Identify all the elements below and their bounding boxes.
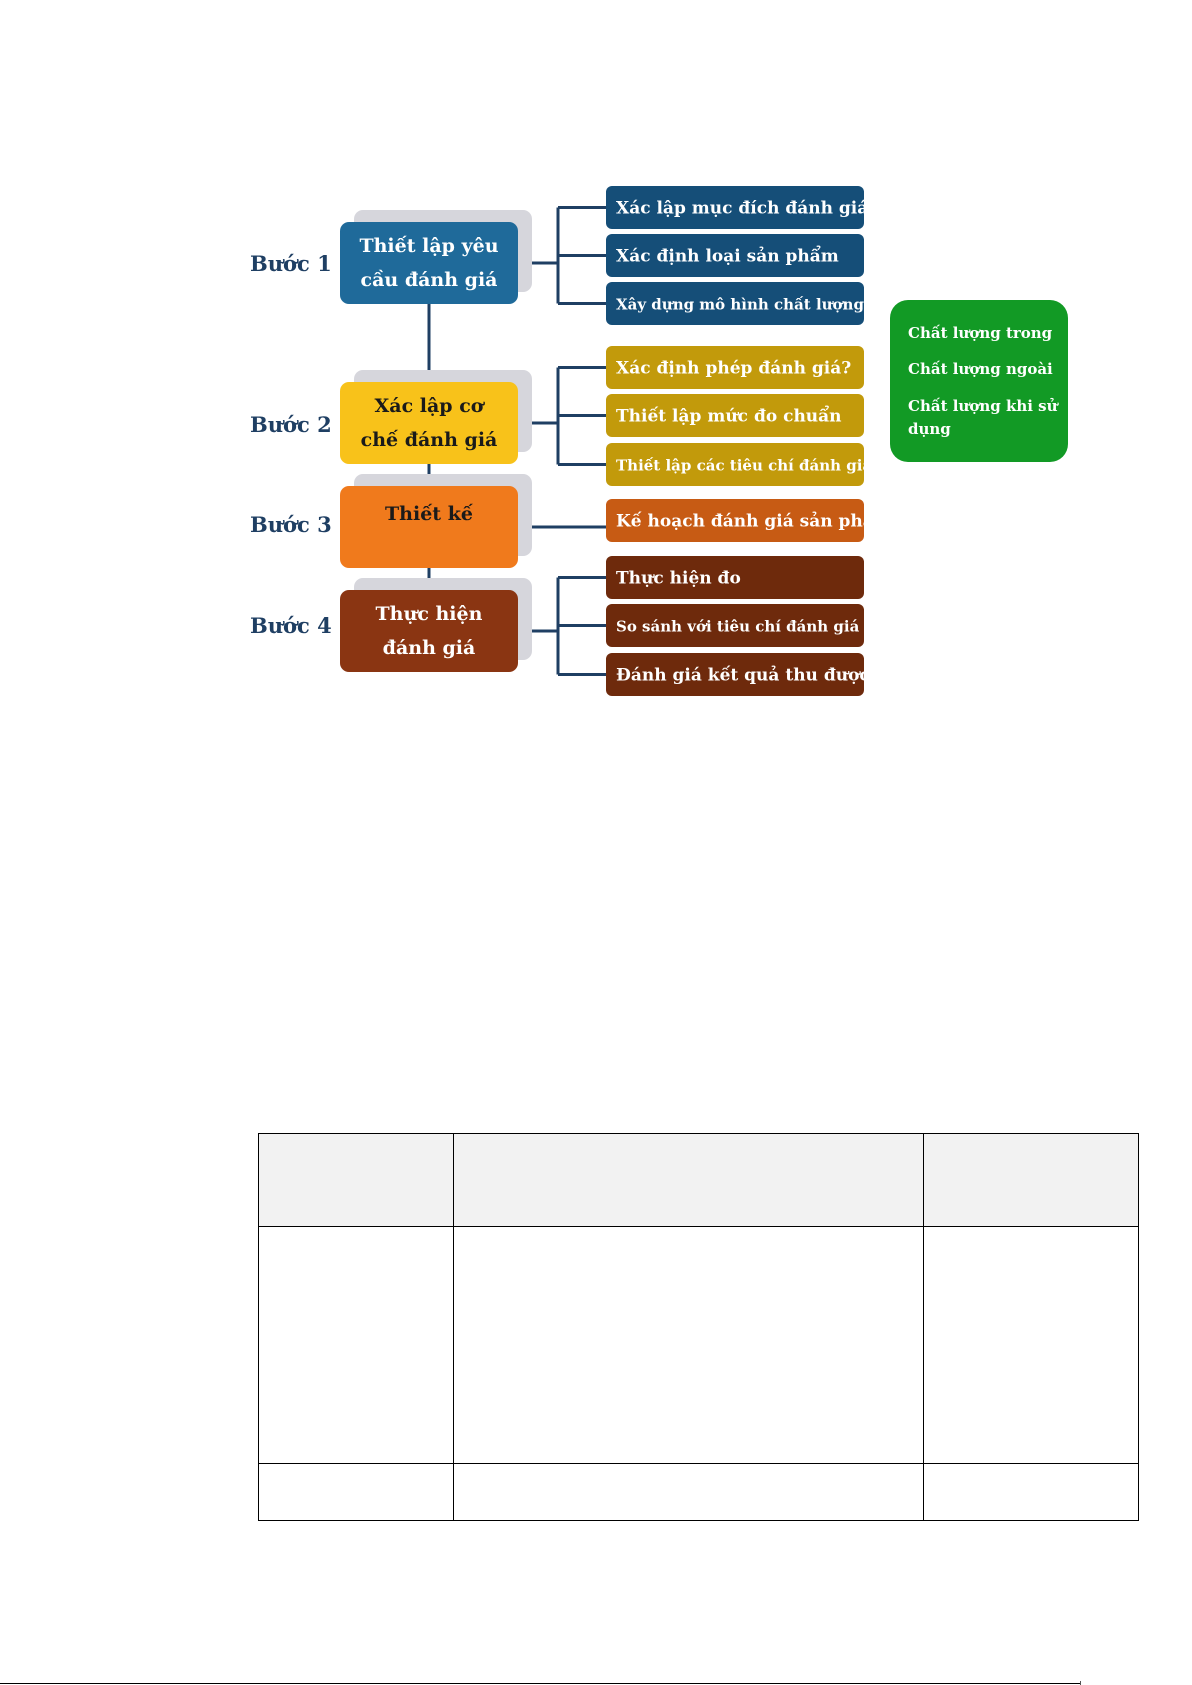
- quality-box: [890, 300, 1068, 462]
- step-box-text: đánh giá: [383, 637, 476, 659]
- step-box-text: cầu đánh giá: [361, 269, 498, 291]
- sub-item-text: Xác lập mục đích đánh giá: [616, 199, 868, 219]
- sub-item: Thiết lập mức đo chuẩn: [606, 394, 864, 437]
- table-header-cell: [923, 1133, 1139, 1227]
- table-row: [258, 1463, 1139, 1521]
- table-header-row: [258, 1133, 1139, 1227]
- sub-item-text: Thiết lập các tiêu chí đánh giá: [616, 457, 872, 475]
- sub-item-text: Xác định phép đánh giá?: [616, 359, 851, 379]
- step-label: Bước 3: [250, 512, 332, 537]
- step-box-text: Xác lập cơ: [375, 395, 486, 417]
- sub-item-box: [606, 394, 864, 437]
- table-cell: [258, 1463, 454, 1521]
- step-1: Bước 1 Thiết lập yêu cầu đánh giá Xác lập m…: [250, 186, 868, 325]
- step-box-text: Thực hiện: [376, 603, 483, 625]
- step-box-text: Thiết lập yêu: [359, 235, 498, 257]
- quality-item: Chất lượng ngoài: [908, 360, 1053, 378]
- sub-item: Xây dựng mô hình chất lượng: [606, 282, 864, 325]
- table-cell: [453, 1226, 924, 1464]
- sub-item: Đánh giá kết quả thu được: [606, 653, 870, 696]
- quality-item: Chất lượng trong: [908, 324, 1053, 342]
- sub-item-box: [606, 653, 864, 696]
- step-box: [340, 222, 518, 304]
- sub-item-box: [606, 604, 864, 647]
- sub-item-text: Kế hoạch đánh giá sản phẩm: [616, 510, 892, 532]
- sub-item-text: Thực hiện đo: [616, 569, 741, 589]
- step-box-text: Thiết kế: [385, 503, 474, 525]
- page-footer-rule: [0, 1683, 1080, 1684]
- sub-item-box: [606, 443, 864, 486]
- step-4: Bước 4 Thực hiện đánh giá Thực hiện đo So sá…: [250, 556, 870, 696]
- sub-item-box: [606, 186, 864, 229]
- sub-item-box: [606, 234, 864, 277]
- sub-item-box: [606, 282, 864, 325]
- table-header-cell: [453, 1133, 924, 1227]
- sub-item: Thiết lập các tiêu chí đánh giá: [606, 443, 872, 486]
- sub-item-box: [606, 499, 864, 542]
- sub-item: Kế hoạch đánh giá sản phẩm: [606, 499, 892, 542]
- table-row: [258, 1226, 1139, 1464]
- sub-item-text: Xây dựng mô hình chất lượng: [616, 296, 864, 314]
- quality-item: Chất lượng khi sử: [908, 397, 1060, 415]
- table-cell: [453, 1463, 924, 1521]
- sub-item-text: Thiết lập mức đo chuẩn: [616, 405, 842, 427]
- sub-item-text: Đánh giá kết quả thu được: [616, 666, 870, 686]
- step-box-text: chế đánh giá: [361, 429, 498, 451]
- sub-item-text: So sánh với tiêu chí đánh giá: [616, 618, 860, 636]
- table-cell: [923, 1463, 1139, 1521]
- quality-item: dụng: [908, 420, 951, 438]
- sub-item: Xác định phép đánh giá?: [606, 346, 864, 389]
- evaluation-process-diagram: Bước 1 Thiết lập yêu cầu đánh giá Xác lập m…: [250, 186, 1068, 696]
- sub-item-box: [606, 556, 864, 599]
- step-box: [340, 382, 518, 464]
- sub-item-text: Xác định loại sản phẩm: [616, 245, 839, 267]
- steps-layer: Bước 1 Thiết lập yêu cầu đánh giá Xác lập m…: [250, 186, 892, 696]
- step-label: Bước 2: [250, 412, 332, 437]
- step-label: Bước 4: [250, 613, 332, 638]
- table-cell: [258, 1226, 454, 1464]
- table-header-cell: [258, 1133, 454, 1227]
- step-label: Bước 1: [250, 251, 332, 276]
- step-box: [340, 590, 518, 672]
- sub-item-box: [606, 346, 864, 389]
- step-box: [340, 486, 518, 568]
- data-table: [258, 1133, 1139, 1521]
- sub-item: Xác định loại sản phẩm: [606, 234, 864, 277]
- sub-item: So sánh với tiêu chí đánh giá: [606, 604, 864, 647]
- step-3: Bước 3 Thiết kế Kế hoạch đánh giá sản phẩm: [250, 474, 892, 568]
- step-2: Bước 2 Xác lập cơ chế đánh giá Xác định phé…: [250, 346, 872, 486]
- sub-item: Xác lập mục đích đánh giá: [606, 186, 868, 229]
- sub-item: Thực hiện đo: [606, 556, 864, 599]
- page-footer-tick: [1080, 1681, 1081, 1685]
- table-cell: [923, 1226, 1139, 1464]
